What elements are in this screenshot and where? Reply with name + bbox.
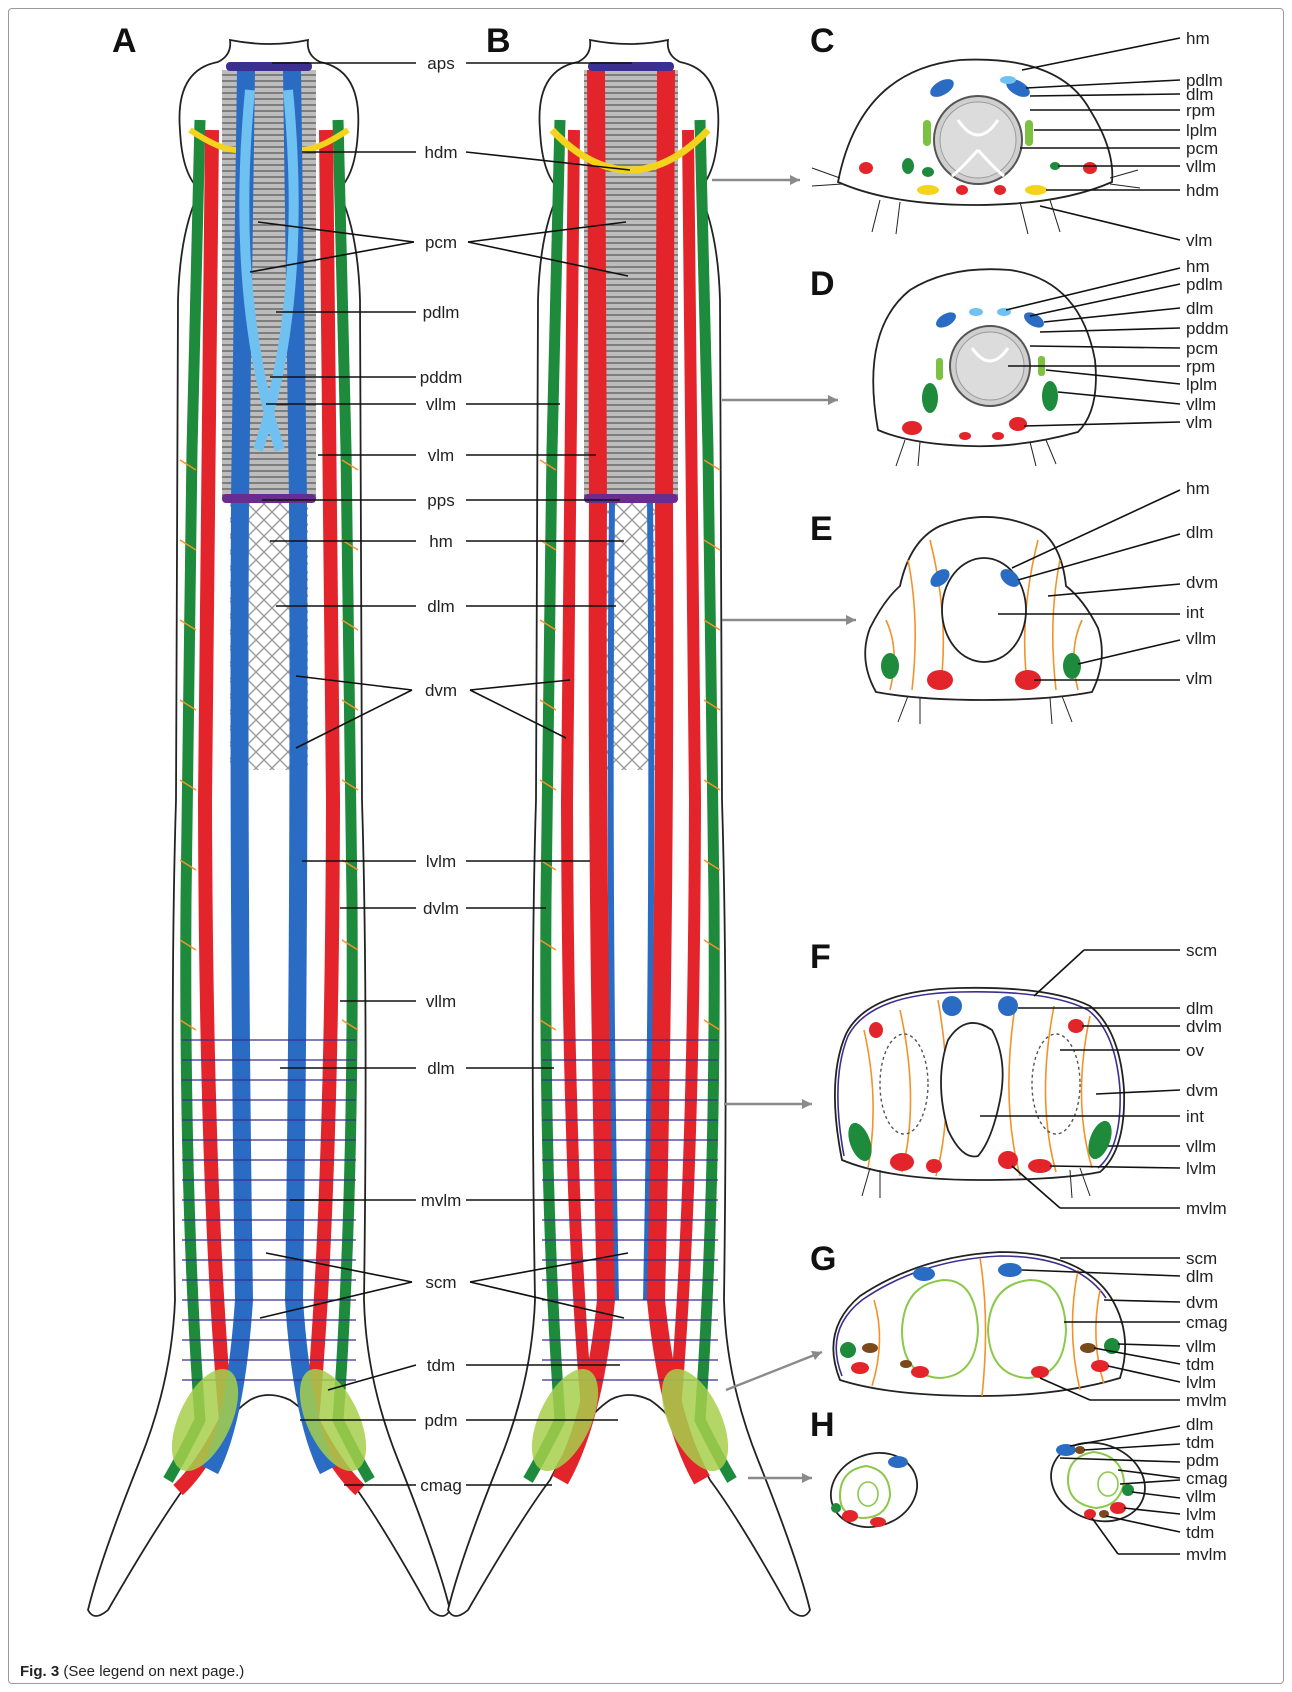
label-pcm: pcm [425,233,457,252]
d-label-pdlm: pdlm [1186,275,1223,294]
center-labels: aps hdm pcm pdlm pddm vllm vlm pps hm dl… [420,54,463,1495]
d-label-vlm: vlm [1186,413,1212,432]
e-label-hm: hm [1186,479,1210,498]
section-arrows [712,175,856,1483]
section-f-labels: scm dlm dvlm ov dvm int vllm lvlm mvlm [1186,941,1227,1218]
label-pdlm: pdlm [423,303,460,322]
figure-caption: Fig. 3 (See legend on next page.) [20,1663,244,1680]
f-label-vllm: vllm [1186,1137,1216,1156]
g-label-dvm: dvm [1186,1293,1218,1312]
g-label-vllm: vllm [1186,1337,1216,1356]
label-dvm: dvm [425,681,457,700]
h-label-lvlm: lvlm [1186,1505,1216,1524]
h-label-pdm: pdm [1186,1451,1219,1470]
panel-letter-f: F [810,938,831,976]
g-label-scm: scm [1186,1249,1217,1268]
panel-letter-g: G [810,1240,836,1278]
f-label-ov: ov [1186,1041,1204,1060]
caption-text: (See legend on next page.) [59,1663,244,1680]
h-label-mvlm: mvlm [1186,1545,1227,1564]
h-label-dlm: dlm [1186,1415,1213,1434]
e-label-dlm: dlm [1186,523,1213,542]
g-label-lvlm: lvlm [1186,1373,1216,1392]
body-b-ventral-view [448,40,810,1616]
label-hdm: hdm [424,143,457,162]
d-label-lplm: lplm [1186,375,1217,394]
c-label-lplm: lplm [1186,121,1217,140]
g-label-tdm: tdm [1186,1355,1214,1374]
label-dvlm: dvlm [423,899,459,918]
section-h-labels: dlm tdm pdm cmag vllm lvlm tdm mvlm [1186,1415,1228,1564]
label-vlm: vlm [428,446,454,465]
section-d-labels: hm pdlm dlm pddm pcm rpm lplm vllm vlm [1186,257,1229,432]
f-label-dlm: dlm [1186,999,1213,1018]
f-label-scm: scm [1186,941,1217,960]
label-vllm: vllm [426,395,456,414]
h-label-tdm: tdm [1186,1433,1214,1452]
g-label-mvlm: mvlm [1186,1391,1227,1410]
section-d [873,269,1096,466]
section-e [865,517,1102,724]
h-label-tdm: tdm [1186,1523,1214,1542]
e-label-vllm: vllm [1186,629,1216,648]
c-label-rpm: rpm [1186,101,1215,120]
panel-letter-a: A [112,22,137,60]
c-label-hdm: hdm [1186,181,1219,200]
label-aps: aps [427,54,454,73]
e-label-int: int [1186,603,1204,622]
label-pddm: pddm [420,368,463,387]
label-tdm: tdm [427,1356,455,1375]
g-label-dlm: dlm [1186,1267,1213,1286]
label-pps: pps [427,491,454,510]
c-label-hm: hm [1186,29,1210,48]
panel-letter-c: C [810,22,835,60]
d-label-pcm: pcm [1186,339,1218,358]
d-label-pddm: pddm [1186,319,1229,338]
d-label-vllm: vllm [1186,395,1216,414]
f-label-mvlm: mvlm [1186,1199,1227,1218]
section-g-labels: scm dlm dvm cmag vllm tdm lvlm mvlm [1186,1249,1228,1410]
section-h [820,1430,1156,1539]
f-label-dvm: dvm [1186,1081,1218,1100]
label-dlm: dlm [427,597,454,616]
section-g [833,1252,1125,1396]
e-label-vlm: vlm [1186,669,1212,688]
label-pdm: pdm [424,1411,457,1430]
label-scm: scm [425,1273,456,1292]
pps-sphincter [222,494,316,503]
c-label-pcm: pcm [1186,139,1218,158]
c-label-vllm: vllm [1186,157,1216,176]
label-cmag: cmag [420,1476,462,1495]
e-label-dvm: dvm [1186,573,1218,592]
h-label-cmag: cmag [1186,1469,1228,1488]
section-c [812,60,1140,234]
f-label-lvlm: lvlm [1186,1159,1216,1178]
c-label-vlm: vlm [1186,231,1212,250]
d-label-dlm: dlm [1186,299,1213,318]
panel-letter-e: E [810,510,833,548]
section-c-labels: hm pdlm dlm rpm lplm pcm vllm hdm vlm [1186,29,1223,250]
d-label-rpm: rpm [1186,357,1215,376]
h-label-vllm: vllm [1186,1487,1216,1506]
section-e-labels: hm dlm dvm int vllm vlm [1186,479,1218,688]
g-label-cmag: cmag [1186,1313,1228,1332]
label-hm: hm [429,532,453,551]
panel-letter-h: H [810,1406,835,1444]
label-mvlm: mvlm [421,1191,462,1210]
body-a-dorsal-view [88,40,450,1616]
panel-letter-b: B [486,22,511,60]
panel-letter-d: D [810,265,835,303]
label-lvlm: lvlm [426,852,456,871]
f-label-dvlm: dvlm [1186,1017,1222,1036]
label-dlm: dlm [427,1059,454,1078]
label-vllm: vllm [426,992,456,1011]
d-label-hm: hm [1186,257,1210,276]
f-label-int: int [1186,1107,1204,1126]
pps-sphincter [584,494,678,503]
caption-label: Fig. 3 [20,1663,59,1680]
